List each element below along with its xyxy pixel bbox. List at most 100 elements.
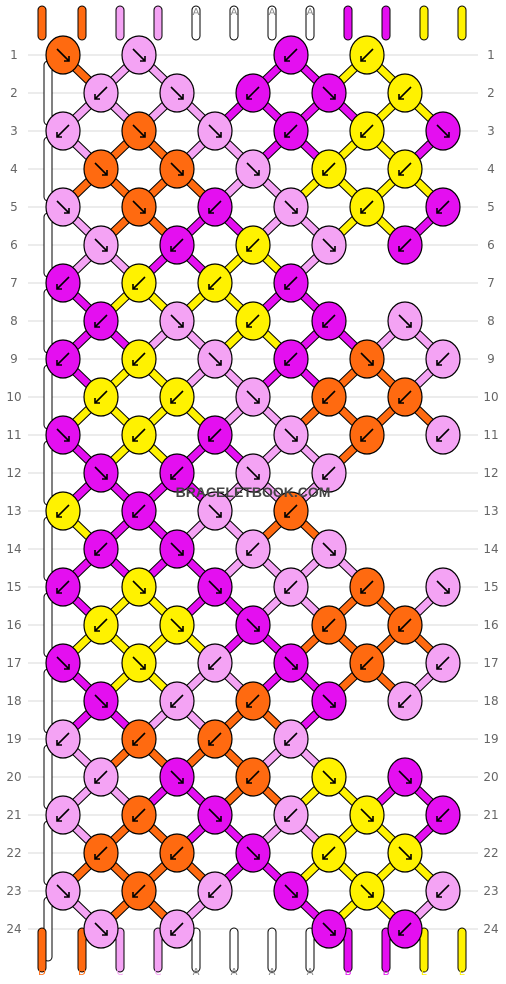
knot: [83, 377, 119, 417]
arrow-down-right-icon: [398, 770, 412, 784]
knot: [197, 339, 233, 379]
arrow-head-icon: [406, 322, 412, 328]
strand-label-top: D: [38, 7, 46, 18]
row-label-right: 13: [483, 504, 498, 518]
arrow-head-icon: [406, 854, 412, 860]
arrow-head-icon: [102, 474, 108, 480]
arrow-head-icon: [284, 56, 290, 62]
strand-label-top: A: [193, 7, 200, 18]
arrow-down-right-icon: [132, 200, 146, 214]
knot: [197, 415, 233, 455]
arrow-head-icon: [406, 778, 412, 784]
knot: [45, 795, 81, 835]
knot: [349, 415, 385, 455]
arrow-head-icon: [284, 360, 290, 366]
knot: [235, 301, 271, 341]
strand-label-bottom: A: [307, 967, 314, 978]
arrow-down-left-icon: [94, 618, 108, 632]
row-label-right: 8: [487, 314, 495, 328]
arrow-down-right-icon: [208, 352, 222, 366]
arrow-head-icon: [56, 284, 62, 290]
arrow-head-icon: [216, 588, 222, 594]
arrow-head-icon: [132, 284, 138, 290]
knot: [235, 453, 271, 493]
arrow-down-left-icon: [208, 884, 222, 898]
arrow-head-icon: [178, 94, 184, 100]
arrow-head-icon: [254, 854, 260, 860]
arrow-head-icon: [398, 94, 404, 100]
arrow-down-left-icon: [246, 86, 260, 100]
knot: [159, 225, 195, 265]
knot: [197, 111, 233, 151]
arrow-down-left-icon: [208, 200, 222, 214]
arrow-down-right-icon: [170, 162, 184, 176]
arrow-down-right-icon: [398, 314, 412, 328]
arrow-down-right-icon: [208, 124, 222, 138]
arrow-down-right-icon: [246, 162, 260, 176]
knot: [159, 301, 195, 341]
arrow-head-icon: [132, 892, 138, 898]
strand-label-top: B: [383, 7, 390, 18]
arrow-down-right-icon: [322, 922, 336, 936]
knot: [387, 909, 423, 949]
knot: [197, 567, 233, 607]
row-label-left: 18: [6, 694, 21, 708]
arrow-head-icon: [170, 246, 176, 252]
knot: [235, 833, 271, 873]
arrow-head-icon: [368, 892, 374, 898]
row-label-left: 5: [10, 200, 18, 214]
knot: [273, 35, 309, 75]
knot: [121, 643, 157, 683]
arrow-head-icon: [132, 740, 138, 746]
arrow-down-right-icon: [132, 580, 146, 594]
knot: [349, 111, 385, 151]
row-label-right: 18: [483, 694, 498, 708]
arrow-head-icon: [102, 246, 108, 252]
knot: [235, 605, 271, 645]
row-label-left: 2: [10, 86, 18, 100]
arrow-down-left-icon: [56, 808, 70, 822]
arrow-head-icon: [64, 664, 70, 670]
row-label-left: 19: [6, 732, 21, 746]
arrow-head-icon: [140, 132, 146, 138]
knot: [83, 453, 119, 493]
row-label-right: 23: [483, 884, 498, 898]
row-label-right: 19: [483, 732, 498, 746]
arrow-down-left-icon: [170, 922, 184, 936]
arrow-down-left-icon: [132, 428, 146, 442]
knot: [387, 301, 423, 341]
arrow-down-left-icon: [56, 124, 70, 138]
row-label-left: 12: [6, 466, 21, 480]
arrow-head-icon: [398, 398, 404, 404]
row-label-right: 14: [483, 542, 498, 556]
knot: [45, 187, 81, 227]
arrow-down-right-icon: [284, 656, 298, 670]
knot: [159, 681, 195, 721]
arrow-head-icon: [360, 132, 366, 138]
arrow-down-left-icon: [132, 808, 146, 822]
row-label-right: 21: [483, 808, 498, 822]
arrow-head-icon: [436, 360, 442, 366]
knot: [83, 909, 119, 949]
arrow-down-right-icon: [436, 580, 450, 594]
strand-label-top: C: [155, 7, 162, 18]
knot: [45, 35, 81, 75]
arrow-down-left-icon: [322, 466, 336, 480]
arrow-down-right-icon: [246, 390, 260, 404]
knot: [45, 871, 81, 911]
knot: [273, 491, 309, 531]
arrow-head-icon: [94, 94, 100, 100]
arrow-head-icon: [216, 360, 222, 366]
arrow-down-right-icon: [398, 846, 412, 860]
arrow-head-icon: [64, 208, 70, 214]
arrow-down-left-icon: [170, 466, 184, 480]
arrow-down-right-icon: [132, 656, 146, 670]
arrow-head-icon: [444, 588, 450, 594]
arrow-head-icon: [330, 94, 336, 100]
arrow-head-icon: [216, 816, 222, 822]
arrow-down-left-icon: [284, 276, 298, 290]
knot: [311, 681, 347, 721]
arrow-head-icon: [216, 132, 222, 138]
arrow-down-left-icon: [56, 732, 70, 746]
